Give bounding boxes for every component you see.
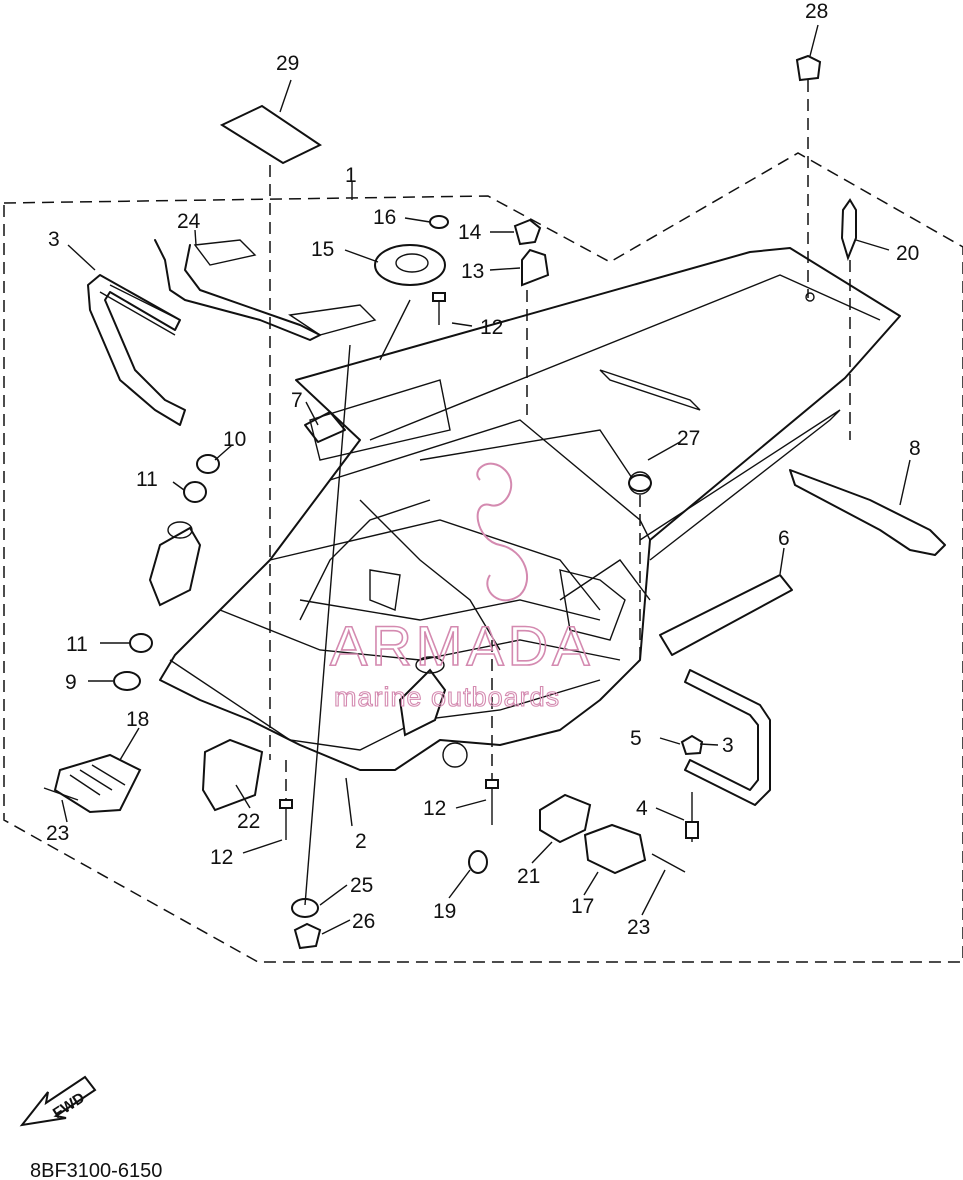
callout-26: 26 — [352, 910, 375, 933]
callout-18: 18 — [126, 708, 149, 731]
engine-mount-right — [398, 656, 447, 737]
callout-17: 17 — [571, 895, 594, 918]
gasket-21 — [539, 793, 592, 844]
bar-24 — [154, 239, 377, 341]
callout-28: 28 — [805, 0, 828, 23]
callout-23-left: 23 — [46, 822, 69, 845]
callout-5: 5 — [630, 727, 642, 750]
callout-16: 16 — [373, 206, 396, 229]
bolt-12-top — [432, 292, 446, 325]
forward-direction-arrow: FWD — [19, 1075, 97, 1127]
callout-10: 10 — [223, 428, 246, 451]
callout-15: 15 — [311, 238, 334, 261]
callout-24: 24 — [177, 210, 201, 233]
callout-21: 21 — [517, 865, 540, 888]
callout-8: 8 — [909, 437, 921, 460]
cushion-9 — [113, 671, 141, 691]
callout-3-left: 3 — [48, 228, 60, 251]
callout-2: 2 — [355, 830, 367, 853]
grommet-19 — [468, 850, 488, 874]
cushion-11-upper — [183, 481, 207, 503]
callout-11-upper: 11 — [136, 468, 158, 491]
callout-7: 7 — [291, 389, 303, 412]
watermark-logo — [476, 462, 529, 602]
watermark-tagline: marine outboards — [334, 682, 560, 712]
callout-23-right: 23 — [627, 916, 650, 939]
callout-22: 22 — [237, 810, 260, 833]
bolt-12-lower-left — [279, 799, 293, 840]
callout-29: 29 — [276, 52, 299, 75]
bumper-right-3 — [684, 669, 771, 806]
bolt-20 — [840, 198, 857, 262]
engine-mount-left — [148, 521, 202, 607]
gasket-22 — [201, 738, 264, 812]
callout-1: 1 — [345, 164, 357, 187]
callout-9: 9 — [65, 671, 77, 694]
gasket-17 — [583, 823, 647, 875]
bolt-12-lower-mid — [485, 779, 499, 825]
callout-19: 19 — [433, 900, 456, 923]
cap-28 — [795, 54, 822, 82]
assembly-boundary-1 — [3, 152, 963, 963]
pin-23-left — [43, 787, 79, 801]
boot-18 — [53, 753, 142, 814]
callout-14: 14 — [458, 221, 482, 244]
alignment-lines — [269, 80, 851, 906]
callout-12-left: 12 — [210, 846, 233, 869]
cushion-10 — [196, 454, 220, 474]
nut-14 — [513, 218, 542, 246]
mount-15 — [374, 244, 446, 286]
callout-12-top: 12 — [480, 316, 503, 339]
watermark-brand: ARMADA — [330, 614, 594, 677]
callout-6: 6 — [778, 527, 790, 550]
bolt-4 — [685, 792, 699, 842]
callout-27: 27 — [677, 427, 700, 450]
nut-26 — [293, 922, 322, 950]
frame-main-body — [159, 247, 901, 771]
callout-12-mid: 12 — [423, 797, 446, 820]
pin-23-right — [651, 853, 686, 873]
callout-13: 13 — [461, 260, 484, 283]
callout-labels: 1 2 3 3 4 5 6 7 8 9 10 11 11 12 12 12 12… — [46, 0, 921, 939]
nut-5 — [680, 734, 704, 756]
callout-25: 25 — [350, 874, 373, 897]
callout-4: 4 — [636, 797, 648, 820]
rail-8 — [789, 469, 946, 556]
rail-6 — [659, 574, 793, 656]
bumper-left-3 — [87, 274, 186, 426]
bracket-7 — [304, 411, 346, 443]
plate-29 — [219, 104, 322, 165]
diagram-code: 8BF3100-6150 — [30, 1160, 162, 1180]
plug-27 — [628, 474, 652, 492]
callout-20: 20 — [896, 242, 919, 265]
callout-3-right: 3 — [722, 734, 734, 757]
bracket-13 — [521, 248, 550, 287]
cushion-11-lower — [129, 633, 153, 653]
callout-leaders — [61, 24, 911, 935]
callout-11-lower: 11 — [66, 633, 88, 656]
washer-16 — [429, 215, 449, 229]
watermark: ARMADA marine outboards — [329, 462, 594, 713]
